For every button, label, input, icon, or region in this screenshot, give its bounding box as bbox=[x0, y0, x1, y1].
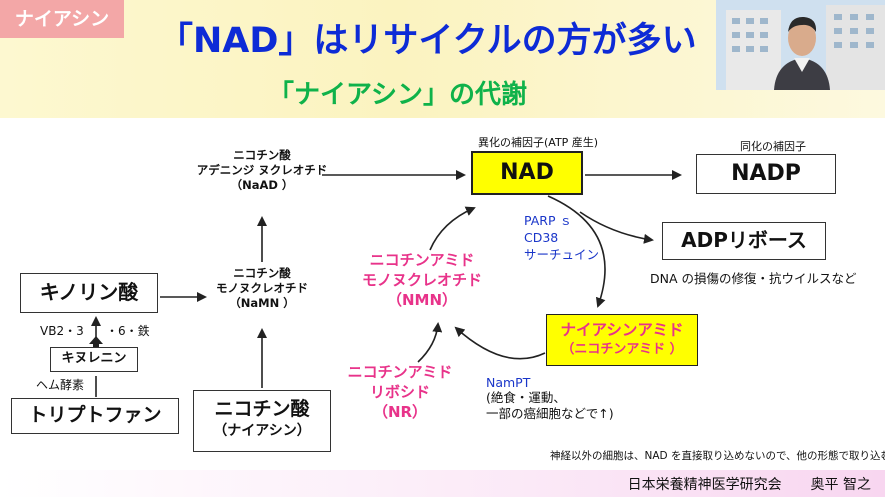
nr-line1: ニコチンアミド bbox=[347, 363, 453, 381]
nr-line2: リボシド bbox=[369, 383, 430, 401]
enzyme-sirtuin: サーチュイン bbox=[524, 247, 600, 262]
naad-line3: （NaAD ） bbox=[230, 178, 294, 192]
nadp-caption: 同化の補因子 bbox=[740, 140, 806, 153]
niacinamide-label: ナイアシンアミド bbox=[560, 321, 684, 339]
enzyme-parp: PARP ｓ bbox=[524, 213, 572, 228]
footer-organization: 日本栄養精神医学研究会 bbox=[627, 477, 782, 493]
nadp-label: NADP bbox=[731, 161, 801, 186]
quinolinic-acid-box: キノリン酸 bbox=[20, 273, 158, 313]
arrow-nad-to-niacinamide bbox=[547, 195, 606, 308]
nampt-note-line1: (絶食・運動、 bbox=[486, 390, 566, 405]
nampt-note: (絶食・運動、 一部の癌細胞などで↑) bbox=[486, 390, 614, 422]
enzyme-cd38: CD38 bbox=[524, 230, 559, 245]
slide-subtitle: 「ナイアシン」の代謝 bbox=[268, 80, 527, 110]
arrow-nmn-to-nad bbox=[429, 206, 476, 251]
naad-line1: ニコチン酸 bbox=[233, 148, 291, 162]
adp-ribose-box: ADPリボース bbox=[662, 222, 826, 260]
footer-author: 奥平 智之 bbox=[810, 477, 871, 493]
adp-ribose-label: ADPリボース bbox=[681, 228, 807, 252]
vitamins-label-2: ・6・鉄 bbox=[106, 324, 150, 338]
nmn-node: ニコチンアミド モノヌクレオチド （NMN） bbox=[362, 250, 482, 310]
nicotinic-acid-label: ニコチン酸 bbox=[214, 398, 310, 420]
tryptophan-box: トリプトファン bbox=[11, 398, 179, 434]
nmn-line3: （NMN） bbox=[386, 291, 458, 309]
nicotinic-acid-box: ニコチン酸 （ナイアシン） bbox=[193, 390, 331, 452]
namn-line2: モノヌクレオチド bbox=[216, 281, 308, 295]
niacinamide-box: ナイアシンアミド （ニコチンアミド ） bbox=[546, 314, 698, 366]
tryptophan-label: トリプトファン bbox=[28, 404, 162, 426]
heme-enzyme-label: ヘム酵素 bbox=[36, 378, 85, 392]
topic-tag: ナイアシン bbox=[0, 0, 124, 38]
arrow-nad-to-adpribose bbox=[579, 211, 654, 244]
presenter-photo-illustration bbox=[716, 0, 885, 90]
naad-node: ニコチン酸 アデニンジ ヌクレオチド （NaAD ） bbox=[196, 148, 328, 193]
nampt-label: NamPT bbox=[486, 375, 531, 390]
nad-box: NAD bbox=[471, 151, 583, 195]
kynurenine-label: キヌレニン bbox=[61, 351, 127, 366]
nr-line3: （NR） bbox=[372, 403, 428, 421]
presenter-photo bbox=[716, 0, 885, 90]
arrow-niacinamide-to-nmn bbox=[454, 326, 546, 360]
namn-line1: ニコチン酸 bbox=[233, 266, 291, 280]
kynurenine-box: キヌレニン bbox=[50, 347, 138, 372]
footer-background bbox=[0, 470, 885, 497]
adp-ribose-caption: DNA の損傷の修復・抗ウイルスなど bbox=[650, 271, 857, 286]
nmn-line2: モノヌクレオチド bbox=[362, 271, 483, 289]
nr-node: ニコチンアミド リボシド （NR） bbox=[345, 362, 455, 422]
niacinamide-sublabel: （ニコチンアミド ） bbox=[561, 342, 683, 357]
naad-line2: アデニンジ ヌクレオチド bbox=[196, 163, 328, 177]
slide-title: 「NAD」はリサイクルの方が多い bbox=[158, 21, 697, 61]
bottom-note: 神経以外の細胞は、NAD を直接取り込めないので、他の形態で取り込む bbox=[550, 450, 885, 462]
quinolinic-acid-label: キノリン酸 bbox=[39, 280, 139, 304]
vitamins-label: VB2・3 bbox=[40, 324, 84, 338]
arrow-nr-to-nmn bbox=[417, 322, 443, 363]
nad-consuming-enzymes: PARP ｓ CD38 サーチュイン bbox=[524, 212, 599, 263]
nmn-line1: ニコチンアミド bbox=[369, 251, 475, 269]
nampt-note-line2: 一部の癌細胞などで↑) bbox=[486, 406, 614, 421]
nicotinic-acid-sublabel: （ナイアシン） bbox=[213, 423, 311, 439]
namn-line3: （NaMN ） bbox=[229, 296, 295, 310]
nad-caption: 異化の補因子(ATP 産生) bbox=[478, 136, 599, 149]
namn-node: ニコチン酸 モノヌクレオチド （NaMN ） bbox=[206, 266, 318, 311]
nad-label: NAD bbox=[500, 160, 554, 185]
nadp-box: NADP bbox=[696, 154, 836, 194]
vitamin-cofactor-arrow bbox=[89, 336, 103, 352]
footer-credit: 日本栄養精神医学研究会 奥平 智之 bbox=[628, 474, 871, 494]
